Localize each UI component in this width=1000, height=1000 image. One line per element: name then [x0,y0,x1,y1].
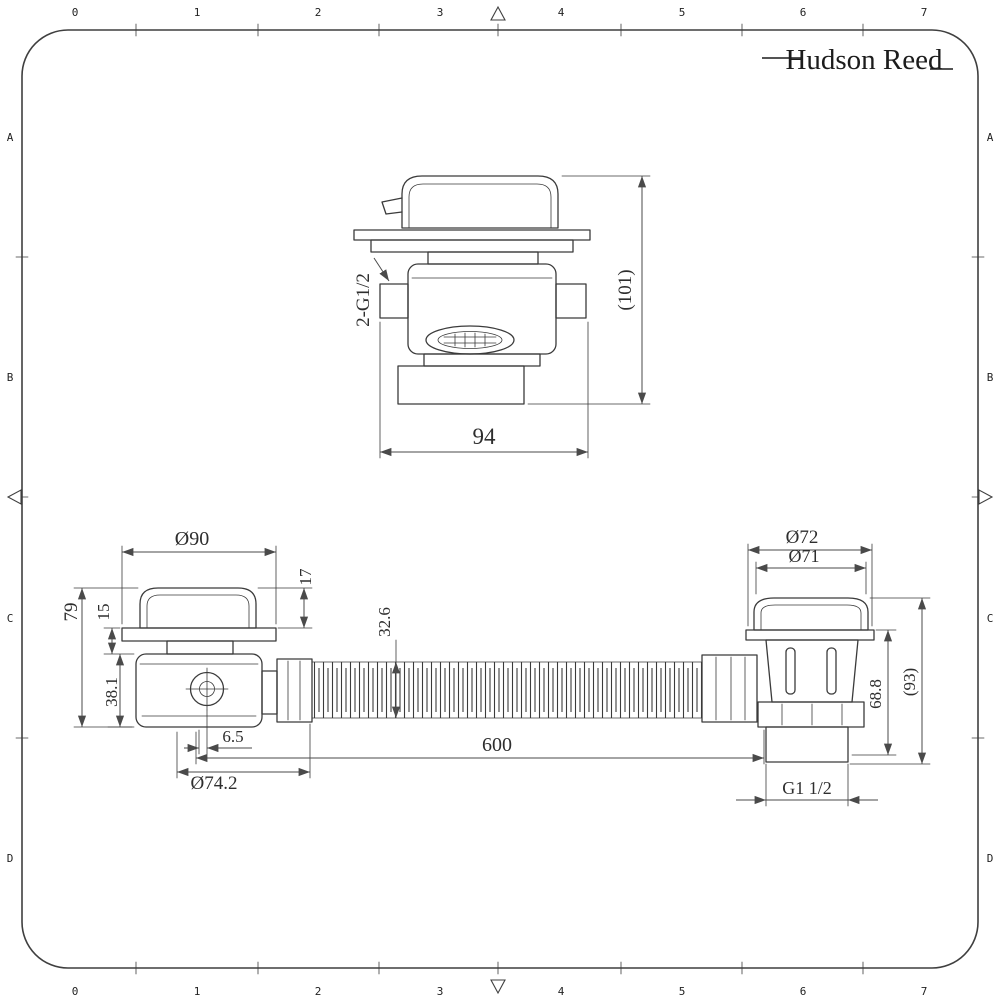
ruler-label: 4 [558,985,565,998]
ruler-label: 3 [437,6,444,19]
centring-marks [6,5,994,995]
center-mark-top-icon [490,5,506,21]
dim-overall-height-label: (101) [615,269,636,310]
ruler-label: 2 [315,985,322,998]
dim-outlet-total-height-label: (93) [900,668,919,696]
center-mark-left-icon [6,489,22,505]
dim-body-diameter-label: Ø74.2 [191,773,238,794]
center-mark-right-icon [978,489,994,505]
outlet-slot [785,647,796,695]
ruler-label: 2 [315,6,322,19]
dim-hose-diameter-label: 32.6 [375,607,394,637]
ruler-label: 4 [558,6,565,19]
dim-centre-offset-label: 6.5 [222,727,243,746]
ruler-label: D [7,852,14,865]
ruler-top: 0 1 2 3 4 5 6 7 [72,6,928,19]
valve-bottom-thread [397,365,525,405]
sheet-border [21,29,979,969]
brand-logo: Hudson Reed [762,44,953,76]
ruler-label: B [7,371,14,384]
ruler-label: 7 [921,6,928,19]
ruler-label: 5 [679,985,686,998]
ruler-label: 1 [194,985,201,998]
frame-ticks [15,23,985,975]
dim-total-height-label: 79 [61,603,82,622]
dim-hose-length-label: 600 [482,734,512,756]
overflow-valve-drawing [353,175,591,405]
ruler-right: A B C D [987,131,994,865]
ruler-label: 5 [679,6,686,19]
ruler-label: 3 [437,985,444,998]
ruler-label: A [987,131,994,144]
valve-left-thread-port [379,283,409,319]
outlet-thread-tail [765,726,849,763]
valve-mesh-detail [443,332,497,348]
dim-flange-height-label: 15 [94,604,113,621]
dim-outlet-thread-label: G1 1/2 [782,778,832,798]
dim-outlet-height-label: 68.8 [866,679,885,709]
ruler-label: C [7,612,14,625]
overflow-valve-dimensions: 94 (101) 2-G1/2 [353,175,651,459]
ruler-label: 6 [800,985,807,998]
brand-logo-text: Hudson Reed [785,44,943,76]
ruler-label: C [987,612,994,625]
dim-outlet-cap-diameter-label: Ø72 [786,527,819,548]
ruler-label: 1 [194,6,201,19]
ruler-label: A [7,131,14,144]
ruler-label: 0 [72,6,79,19]
dim-outlet-plug-diameter-label: Ø71 [789,546,820,566]
valve-right-thread-port [555,283,587,319]
ruler-label: B [987,371,994,384]
ruler-label: D [987,852,994,865]
bath-waste-drawing [121,587,875,763]
dim-cap-height-label: 17 [296,568,315,586]
dim-side-threads-label: 2-G1/2 [353,273,374,327]
ruler-bottom: 0 1 2 3 4 5 6 7 [72,985,928,998]
valve-lever-tab [381,197,403,215]
outlet-slot [826,647,837,695]
ruler-left: A B C D [7,131,14,865]
bath-waste-dimensions: Ø90 17 15 79 38.1 6.5 Ø74.2 32.6 [61,527,931,807]
dim-overall-width-label: 94 [473,424,497,449]
center-mark-bottom-icon [490,979,506,995]
ruler-label: 7 [921,985,928,998]
ruler-label: 6 [800,6,807,19]
dim-cap-diameter-label: Ø90 [175,528,209,550]
flexible-hose [312,662,702,718]
ruler-label: 0 [72,985,79,998]
dim-body-height-label: 38.1 [102,677,121,707]
